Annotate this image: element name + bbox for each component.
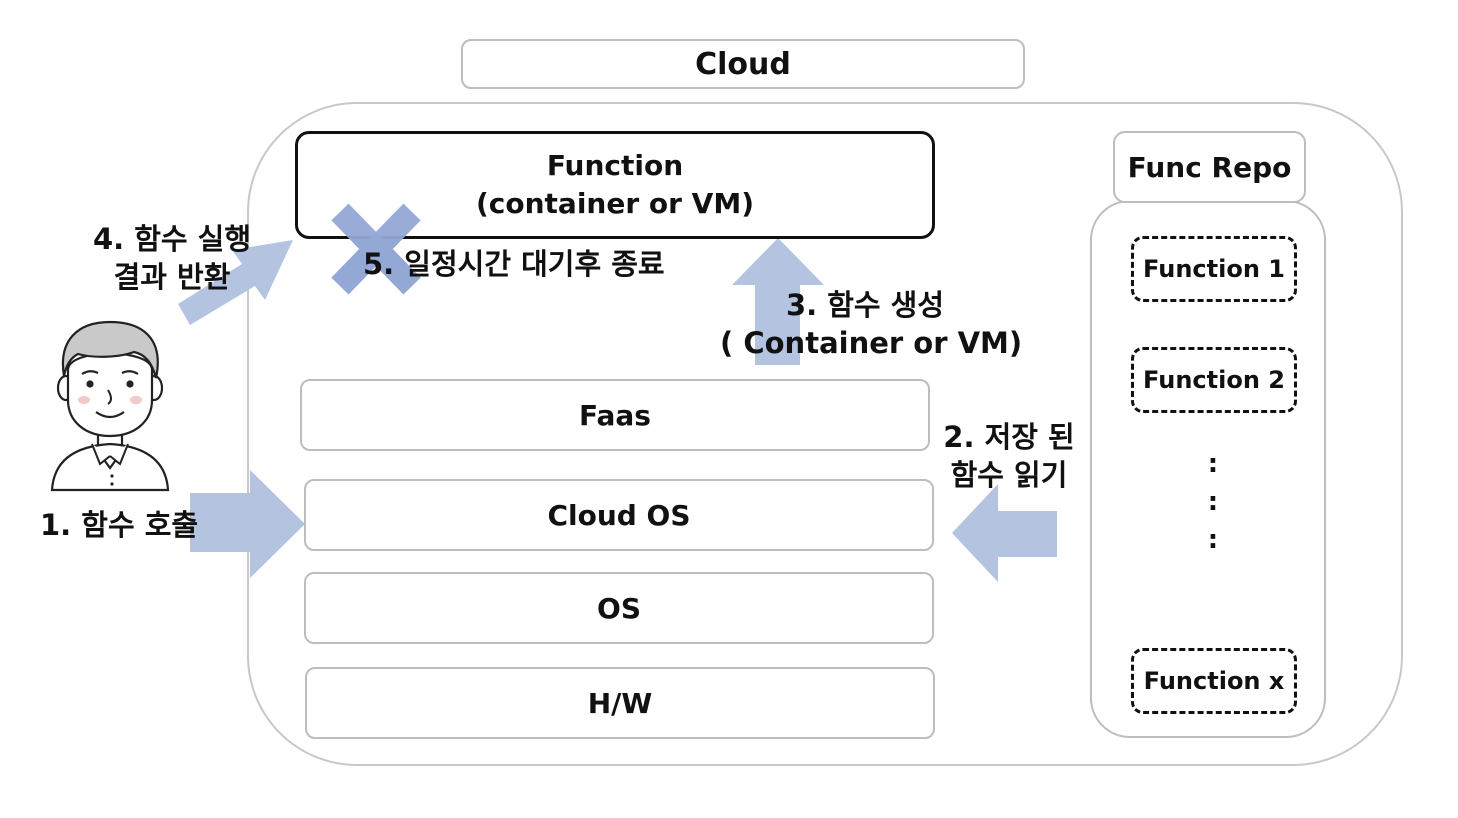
func-repo-title: Func Repo	[1113, 131, 1306, 203]
arrow-read-function	[952, 484, 1057, 582]
step5-label: 5. 일정시간 대기후 종료	[363, 247, 665, 281]
layer-hw: H/W	[305, 667, 935, 739]
step4-label: 4. 함수 실행 결과 반환	[92, 222, 252, 294]
cloud-frame	[247, 102, 1403, 766]
layer-faas: Faas	[300, 379, 930, 451]
step3-label: 3. 함수 생성 ( Container or VM)	[720, 288, 1023, 360]
repo-function-2: Function 2	[1131, 347, 1297, 413]
layer-cloud-os: Cloud OS	[304, 479, 934, 551]
arrow-create-function	[732, 238, 824, 365]
repo-ellipsis: : : :	[1207, 449, 1219, 555]
user-avatar-icon	[50, 320, 170, 492]
cloud-title: Cloud	[461, 39, 1025, 89]
repo-function-x: Function x	[1131, 648, 1297, 714]
layer-os: OS	[304, 572, 934, 644]
arrow-return-result	[178, 240, 293, 325]
repo-function-1: Function 1	[1131, 236, 1297, 302]
arrow-call-function	[190, 470, 305, 578]
function-box-subtitle: (container or VM)	[475, 187, 755, 220]
step2-label: 2. 저장 된 함수 읽기	[943, 420, 1075, 492]
cross-mark-icon	[331, 203, 421, 295]
function-box-title: Function	[546, 149, 684, 182]
step1-label: 1. 함수 호출	[40, 508, 199, 542]
